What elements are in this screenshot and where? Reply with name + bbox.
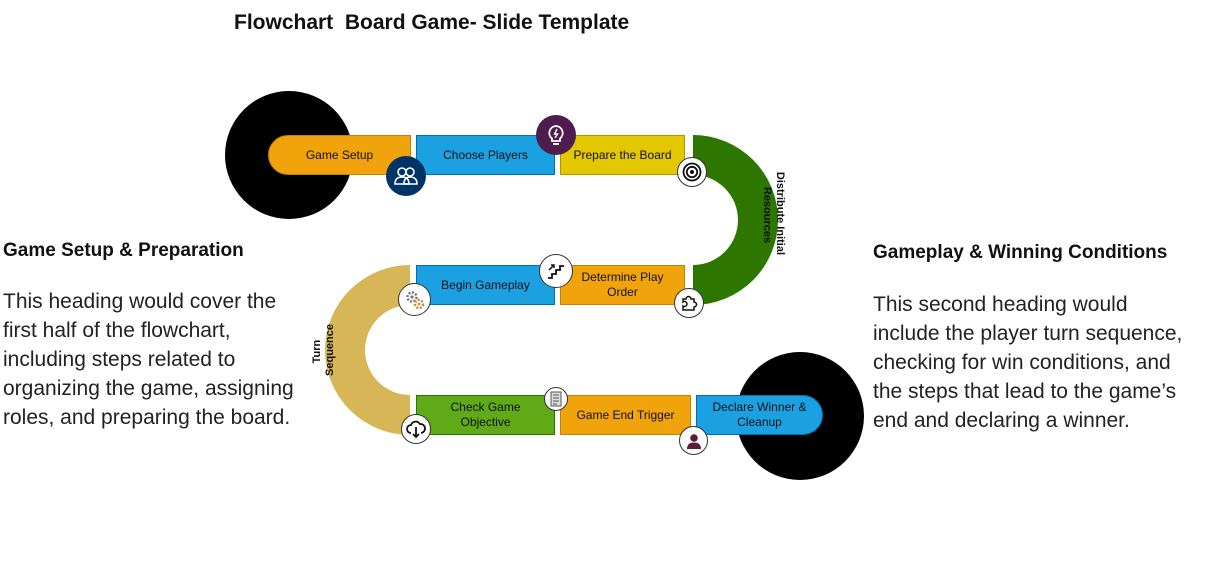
user-icon [679, 426, 708, 455]
left-section-body: This heading would cover the first half … [3, 290, 294, 429]
gears-icon [398, 283, 431, 316]
step-determine-order-label: Determine Play Order [581, 270, 664, 299]
step-game-setup-label: Game Setup [305, 147, 374, 162]
step-prepare-board-label: Prepare the Board [573, 147, 672, 162]
turn-sequence-arc[interactable] [325, 265, 410, 435]
step-determine-order[interactable]: Determine Play Order [560, 265, 685, 305]
step-game-end-trigger-label: Game End Trigger [576, 407, 675, 422]
step-declare-winner[interactable]: Declare Winner & Cleanup [696, 395, 823, 435]
left-section-heading: Game Setup & Preparation [3, 240, 244, 261]
distribute-resources-line1: Distribute Initial [774, 172, 786, 255]
right-section-heading: Gameplay & Winning Conditions [873, 242, 1168, 263]
document-icon [544, 387, 568, 411]
cloud-download-icon [401, 414, 431, 444]
step-begin-gameplay-label: Begin Gameplay [441, 277, 530, 292]
distribute-resources-arc[interactable] [693, 135, 778, 305]
stairs-icon [539, 254, 573, 288]
step-choose-players-label: Choose Players [443, 147, 528, 162]
step-check-objective-label: Check Game Objective [450, 400, 521, 429]
page-title: Flowchart Board Game- Slide Template [234, 11, 630, 34]
distribute-resources-line2: Resources [761, 187, 773, 243]
step-choose-players[interactable]: Choose Players [416, 135, 555, 175]
step-prepare-board[interactable]: Prepare the Board [560, 135, 685, 175]
step-check-objective[interactable]: Check Game Objective [416, 395, 555, 435]
puzzle-icon [674, 288, 704, 318]
lightbulb-icon [536, 115, 576, 155]
right-section-body: This second heading would include the pl… [873, 293, 1183, 432]
step-declare-winner-label: Declare Winner & Cleanup [712, 400, 807, 429]
step-game-end-trigger[interactable]: Game End Trigger [560, 395, 691, 435]
turn-sequence-line2: Sequence [324, 324, 336, 376]
distribute-resources-label: Distribute Initial Resources [761, 172, 786, 258]
turn-sequence-label: Turn Sequence [311, 324, 336, 376]
step-begin-gameplay[interactable]: Begin Gameplay [416, 265, 555, 305]
users-icon [386, 156, 426, 196]
target-icon [677, 157, 707, 187]
turn-sequence-line1: Turn [311, 339, 323, 363]
